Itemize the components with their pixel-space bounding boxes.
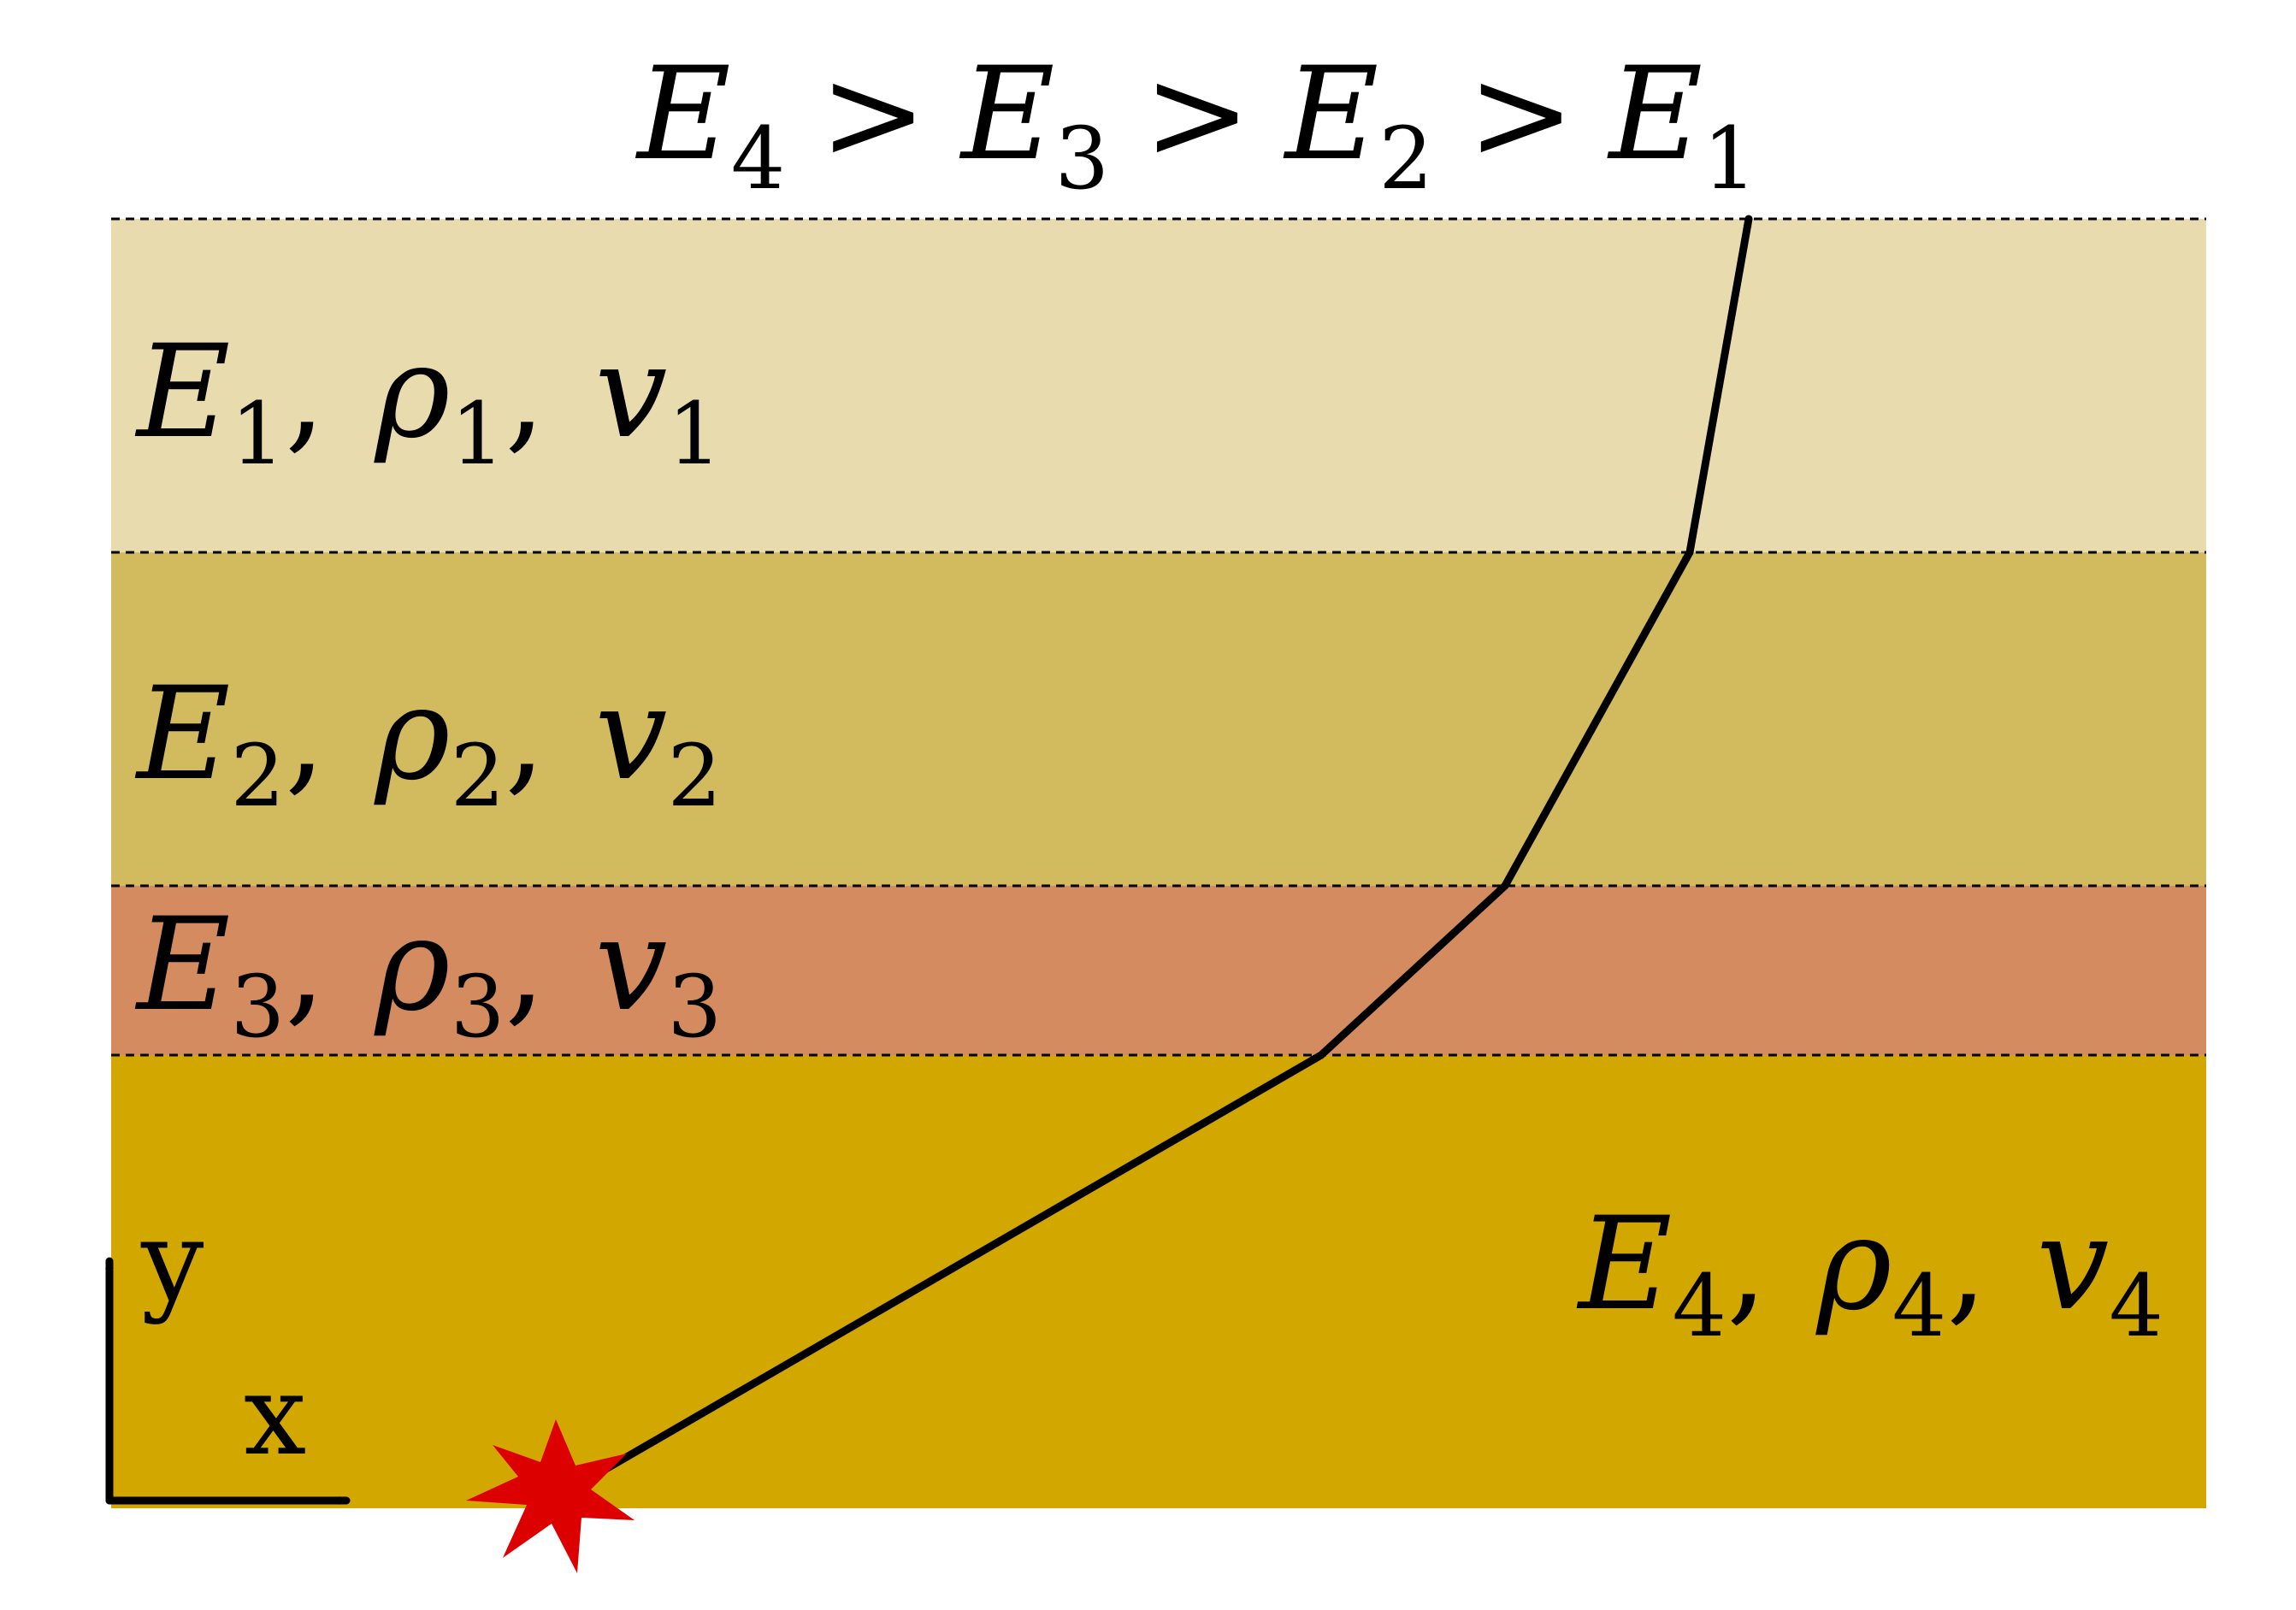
layers: [111, 219, 2206, 1508]
y-axis-label: y: [140, 1196, 204, 1326]
ray-segment-4: [552, 1051, 1325, 1502]
layer-4-label: E4, ρ4, v4: [1576, 1190, 2163, 1356]
interfaces: [111, 217, 2206, 1057]
x-axis-label: x: [244, 1350, 306, 1480]
coordinate-axes: [105, 1257, 351, 1505]
layer-3-label: E3, ρ3, v3: [134, 891, 722, 1057]
layer-2: [111, 552, 2206, 886]
layer-1-label: E1, ρ1, v1: [134, 318, 722, 484]
ray-segment-1: [1685, 215, 1753, 557]
layer-2-label: E2, ρ2, v2: [134, 660, 722, 826]
layer-1: [111, 219, 2206, 552]
source-starburst-icon: [466, 1419, 634, 1573]
ray-segment-2: [1501, 548, 1694, 890]
layer-3: [111, 886, 2206, 1055]
ray-path: [552, 215, 1753, 1502]
stiffness-ordering: E4>E3>E2>E1: [634, 40, 1757, 209]
ray-segment-3: [1317, 882, 1509, 1059]
layer-4: [111, 1055, 2206, 1508]
